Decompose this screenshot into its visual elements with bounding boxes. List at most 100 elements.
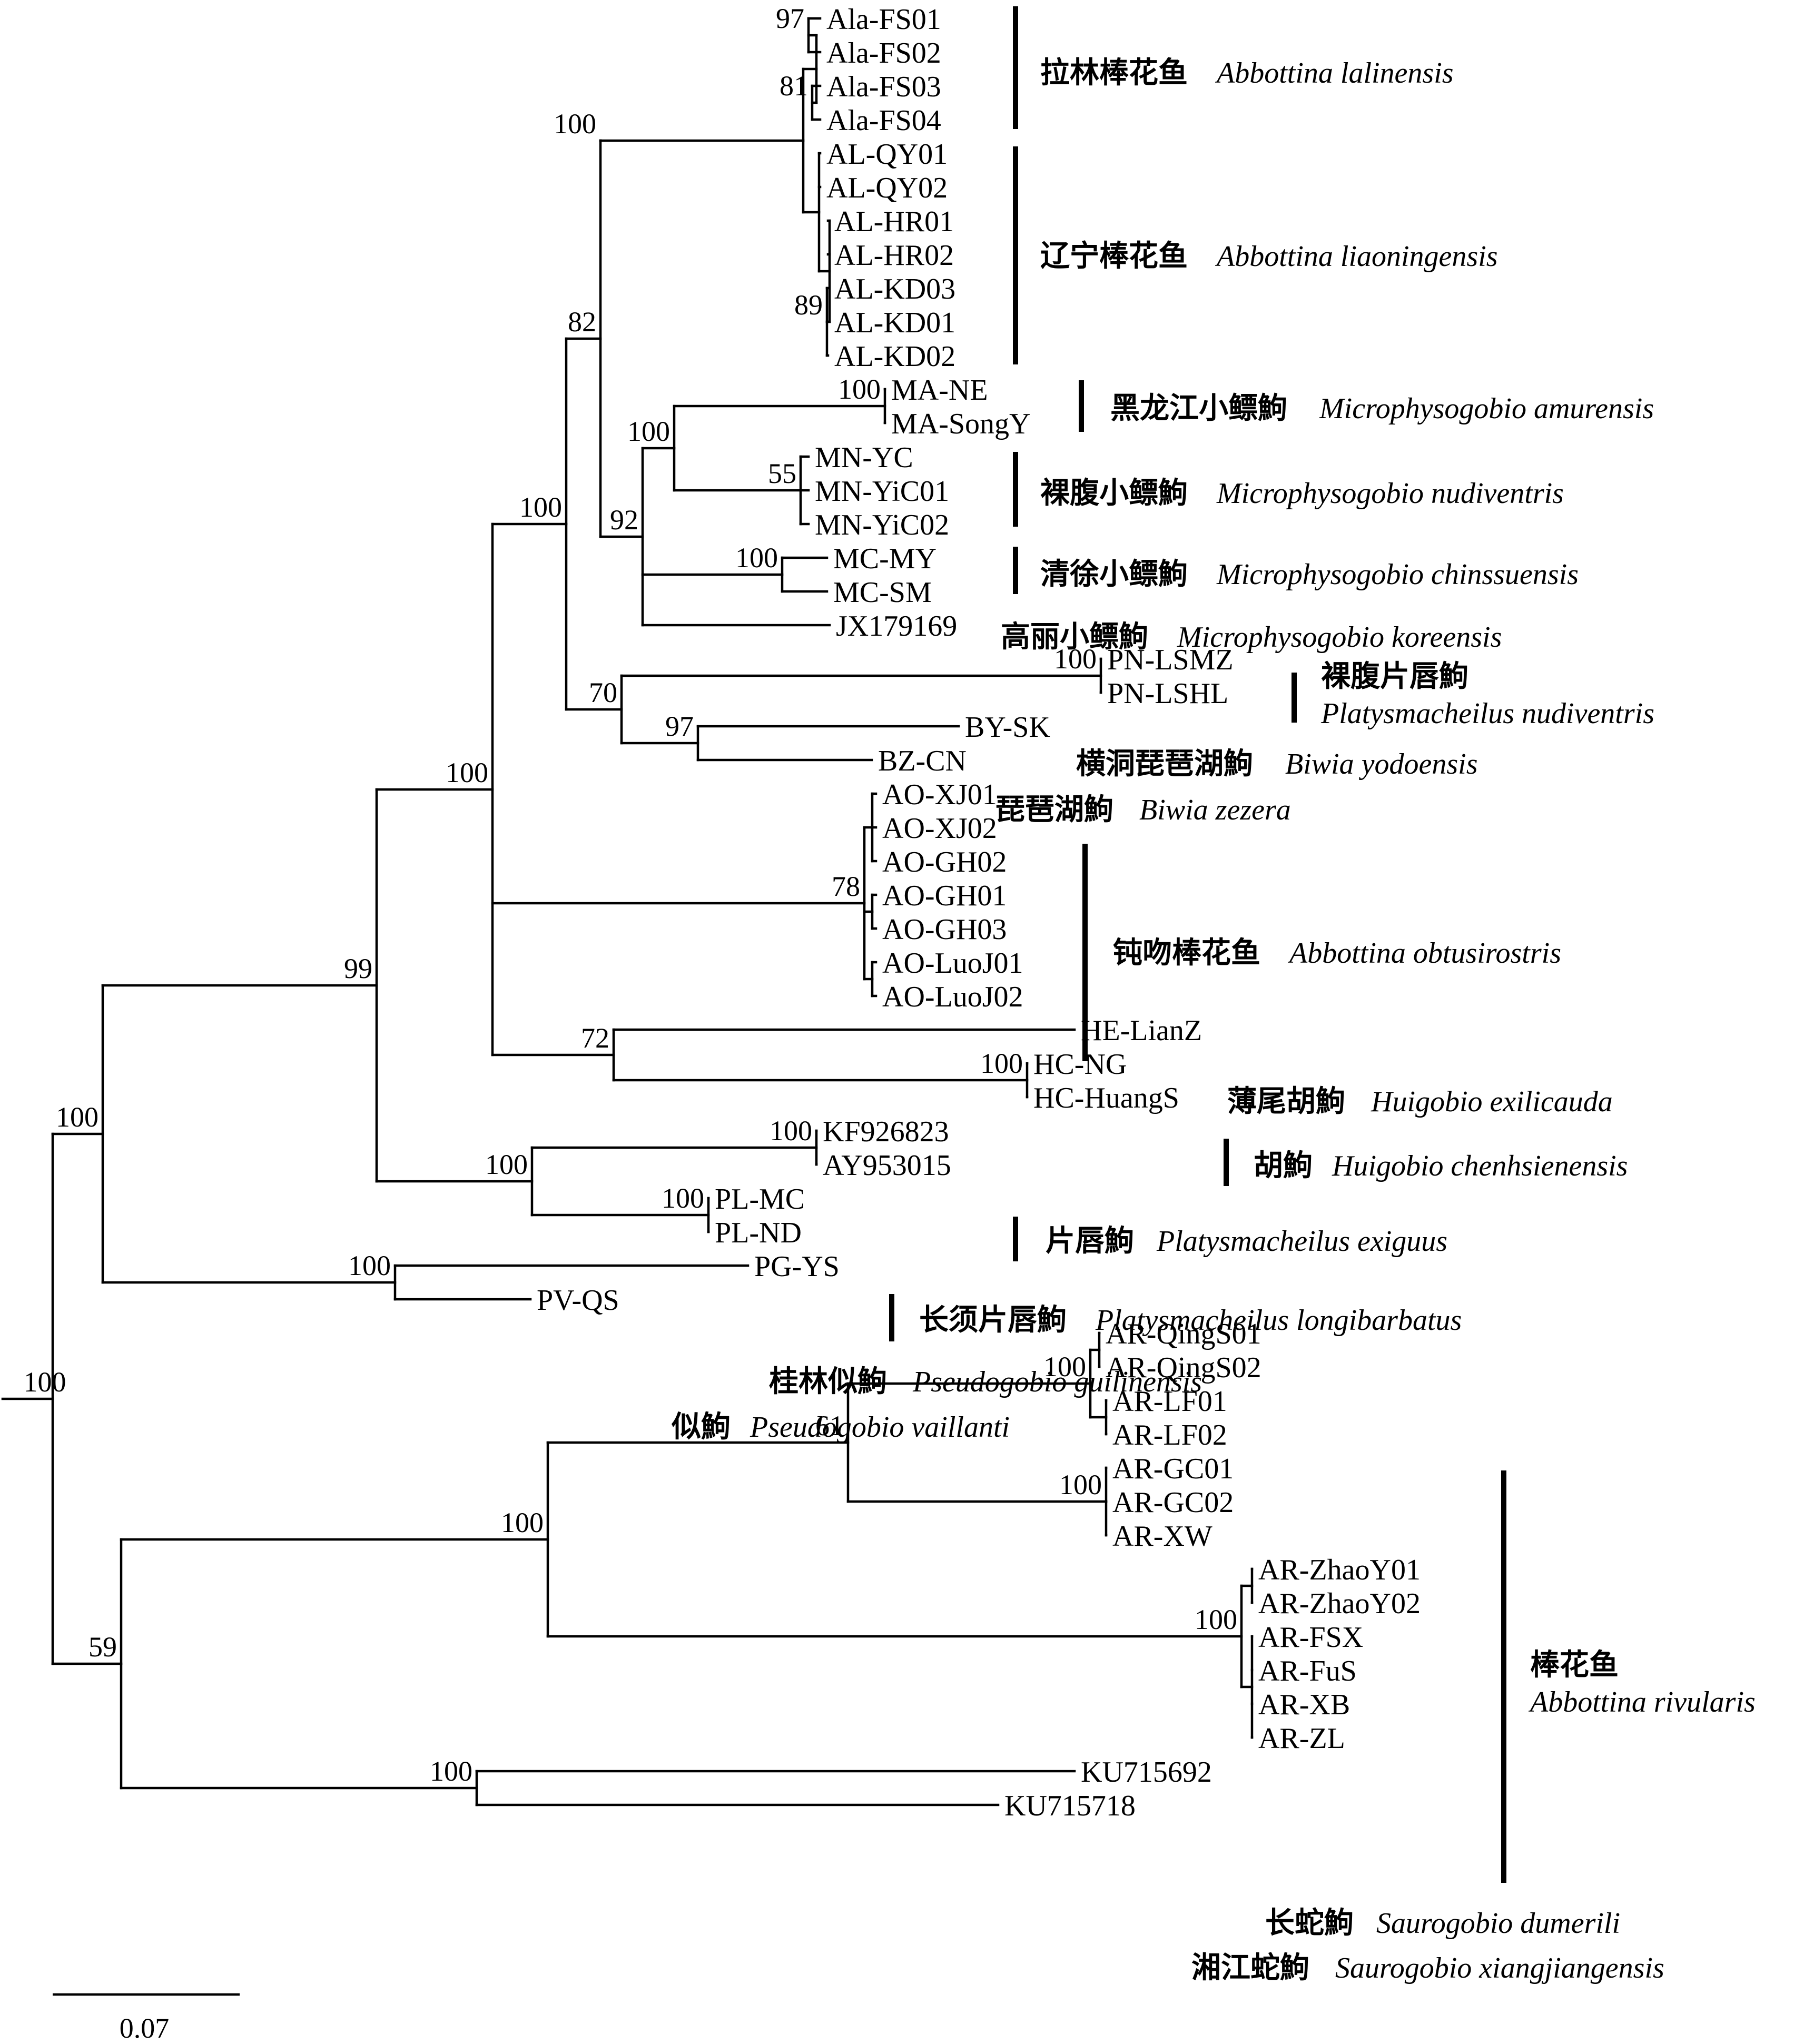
support-value-nBB: 59 <box>88 1631 117 1663</box>
support-value-nD: 89 <box>794 289 823 321</box>
tip-label-ala-fs02: Ala-FS02 <box>826 37 941 70</box>
tip-label-ar-xw: AR-XW <box>1112 1520 1212 1553</box>
clade-bar <box>1013 6 1018 129</box>
species-latin-name: Microphysogobio amurensis <box>1319 392 1654 425</box>
support-value-nZ: 99 <box>344 953 372 984</box>
species-huigobio-exilicauda: 薄尾胡鮈 Huigobio exilicauda <box>1227 1084 1613 1119</box>
tip-label-he-lianz: HE-LianZ <box>1081 1014 1202 1047</box>
support-value-nW: 100 <box>770 1115 812 1147</box>
clade-bar <box>1079 380 1084 432</box>
species-latin-name: Abbottina lalinensis <box>1215 57 1454 90</box>
support-value-nSau: 100 <box>430 1755 472 1787</box>
support-value-nQ: 70 <box>589 677 617 708</box>
support-value-nP: 97 <box>665 710 694 742</box>
tip-label-bz-cn: BZ-CN <box>878 745 967 777</box>
tip-label-ala-fs04: Ala-FS04 <box>826 104 941 137</box>
species-latin-name: Abbottina rivularis <box>1528 1686 1756 1719</box>
support-value-nH: 100 <box>554 108 596 140</box>
support-value-nT: 100 <box>980 1048 1023 1079</box>
species-chinese-name: 薄尾胡鮈 <box>1227 1084 1345 1119</box>
tip-label-mn-yic01: MN-YiC01 <box>815 475 949 508</box>
tip-label-pv-qs: PV-QS <box>537 1284 619 1317</box>
support-value-nN: 82 <box>568 306 596 338</box>
species-abbottina-obtusirostris: 钝吻棒花鱼 Abbottina obtusirostris <box>1113 936 1561 970</box>
species-chinese-name: 黑龙江小鳔鮈 <box>1110 391 1287 426</box>
tip-label-ala-fs01: Ala-FS01 <box>826 3 941 36</box>
support-value-nY: 100 <box>485 1149 528 1180</box>
clade-bar <box>1013 146 1018 364</box>
clade-bars <box>889 6 1506 1883</box>
clade-bar <box>1501 1470 1506 1883</box>
scale-bar-label: 0.07 <box>120 2012 170 2044</box>
tip-label-ar-zl: AR-ZL <box>1258 1722 1345 1755</box>
tip-label-ar-xb: AR-XB <box>1258 1688 1350 1721</box>
tree-labels: 9781891001005510010092821009770100781007… <box>24 3 1756 1985</box>
tip-label-ku715718: KU715718 <box>1004 1790 1136 1822</box>
species-chinese-name: 胡鮈 <box>1254 1149 1313 1183</box>
tip-label-ao-gh01: AO-GH01 <box>882 880 1007 912</box>
species-latin-name: Pseudogobio vaillanti <box>750 1411 1010 1444</box>
support-value-nB: 81 <box>780 70 808 102</box>
support-value-nAA: 100 <box>56 1101 98 1133</box>
species-microphysogobio-nudiventris: 裸腹小鳔鮈 Microphysogobio nudiventris <box>1040 476 1564 510</box>
species-latin-name: Biwia zezera <box>1139 794 1291 826</box>
tip-label-ar-lf01: AR-LF01 <box>1112 1385 1227 1418</box>
species-latin-name: Huigobio chenhsienensis <box>1332 1150 1628 1182</box>
species-chinese-name: 清徐小鳔鮈 <box>1040 557 1188 591</box>
species-chinese-name: 长须片唇鮈 <box>919 1303 1067 1337</box>
tip-label-ma-ne: MA-NE <box>891 374 988 407</box>
species-latin-name: Platysmacheilus nudiventris <box>1320 697 1654 730</box>
support-value-nX: 100 <box>662 1182 704 1214</box>
tip-label-pl-mc: PL-MC <box>715 1183 805 1216</box>
tip-label-mn-yc: MN-YC <box>815 441 913 474</box>
species-chinese-name: 桂林似鮈 <box>769 1365 887 1399</box>
species-latin-name: Abbottina liaoningensis <box>1215 240 1498 273</box>
tip-label-ala-fs03: Ala-FS03 <box>826 71 941 103</box>
tip-label-ar-zhaoy01: AR-ZhaoY01 <box>1258 1554 1421 1586</box>
support-value-nU: 72 <box>581 1022 609 1054</box>
tip-label-pn-lshl: PN-LSHL <box>1107 677 1228 710</box>
tip-label-ar-fus: AR-FuS <box>1258 1655 1357 1687</box>
tip-label-ar-zhaoy02: AR-ZhaoY02 <box>1258 1587 1421 1620</box>
support-value-nAR3: 100 <box>1043 1351 1086 1383</box>
species-chinese-name: 钝吻棒花鱼 <box>1113 936 1260 970</box>
support-value-nM: 92 <box>610 504 638 536</box>
tip-label-ar-gc01: AR-GC01 <box>1112 1453 1234 1485</box>
species-platysmacheilus-exiguus: 片唇鮈 Platysmacheilus exiguus <box>1046 1224 1447 1258</box>
species-chinese-name: 裸腹小鳔鮈 <box>1040 476 1188 510</box>
species-microphysogobio-chinssuensis: 清徐小鳔鮈 Microphysogobio chinssuensis <box>1040 557 1579 591</box>
species-chinese-name: 片唇鮈 <box>1046 1224 1134 1258</box>
support-value-nL: 100 <box>735 542 778 574</box>
support-value-nS: 78 <box>832 871 860 902</box>
tip-label-al-kd01: AL-KD01 <box>834 307 955 339</box>
tip-label-mn-yic02: MN-YiC02 <box>815 509 949 541</box>
species-chinese-name: 裸腹片唇鮈 <box>1321 659 1468 694</box>
tip-label-ar-gc02: AR-GC02 <box>1112 1486 1234 1519</box>
tip-label-ar-fsx: AR-FSX <box>1258 1621 1363 1654</box>
tip-label-by-sk: BY-SK <box>965 711 1050 744</box>
clade-bar <box>1082 844 1088 1061</box>
support-value-nV: 100 <box>446 757 488 788</box>
tip-label-al-hr01: AL-HR01 <box>834 205 954 238</box>
tip-label-ao-gh03: AO-GH03 <box>882 913 1007 946</box>
species-latin-name: Platysmacheilus exiguus <box>1156 1225 1447 1258</box>
species-latin-name: Microphysogobio chinssuensis <box>1216 558 1579 591</box>
tip-label-hc-ng: HC-NG <box>1033 1048 1127 1081</box>
species-latin-name: Microphysogobio nudiventris <box>1216 477 1564 510</box>
tip-label-ao-xj01: AO-XJ01 <box>882 778 997 811</box>
species-huigobio-chenhsienensis: 胡鮈 Huigobio chenhsienensis <box>1254 1149 1628 1183</box>
species-latin-name: Huigobio exilicauda <box>1371 1085 1613 1118</box>
species-latin-name: Abbottina obtusirostris <box>1287 937 1561 970</box>
species-latin-name: Microphysogobio koreensis <box>1177 621 1502 654</box>
